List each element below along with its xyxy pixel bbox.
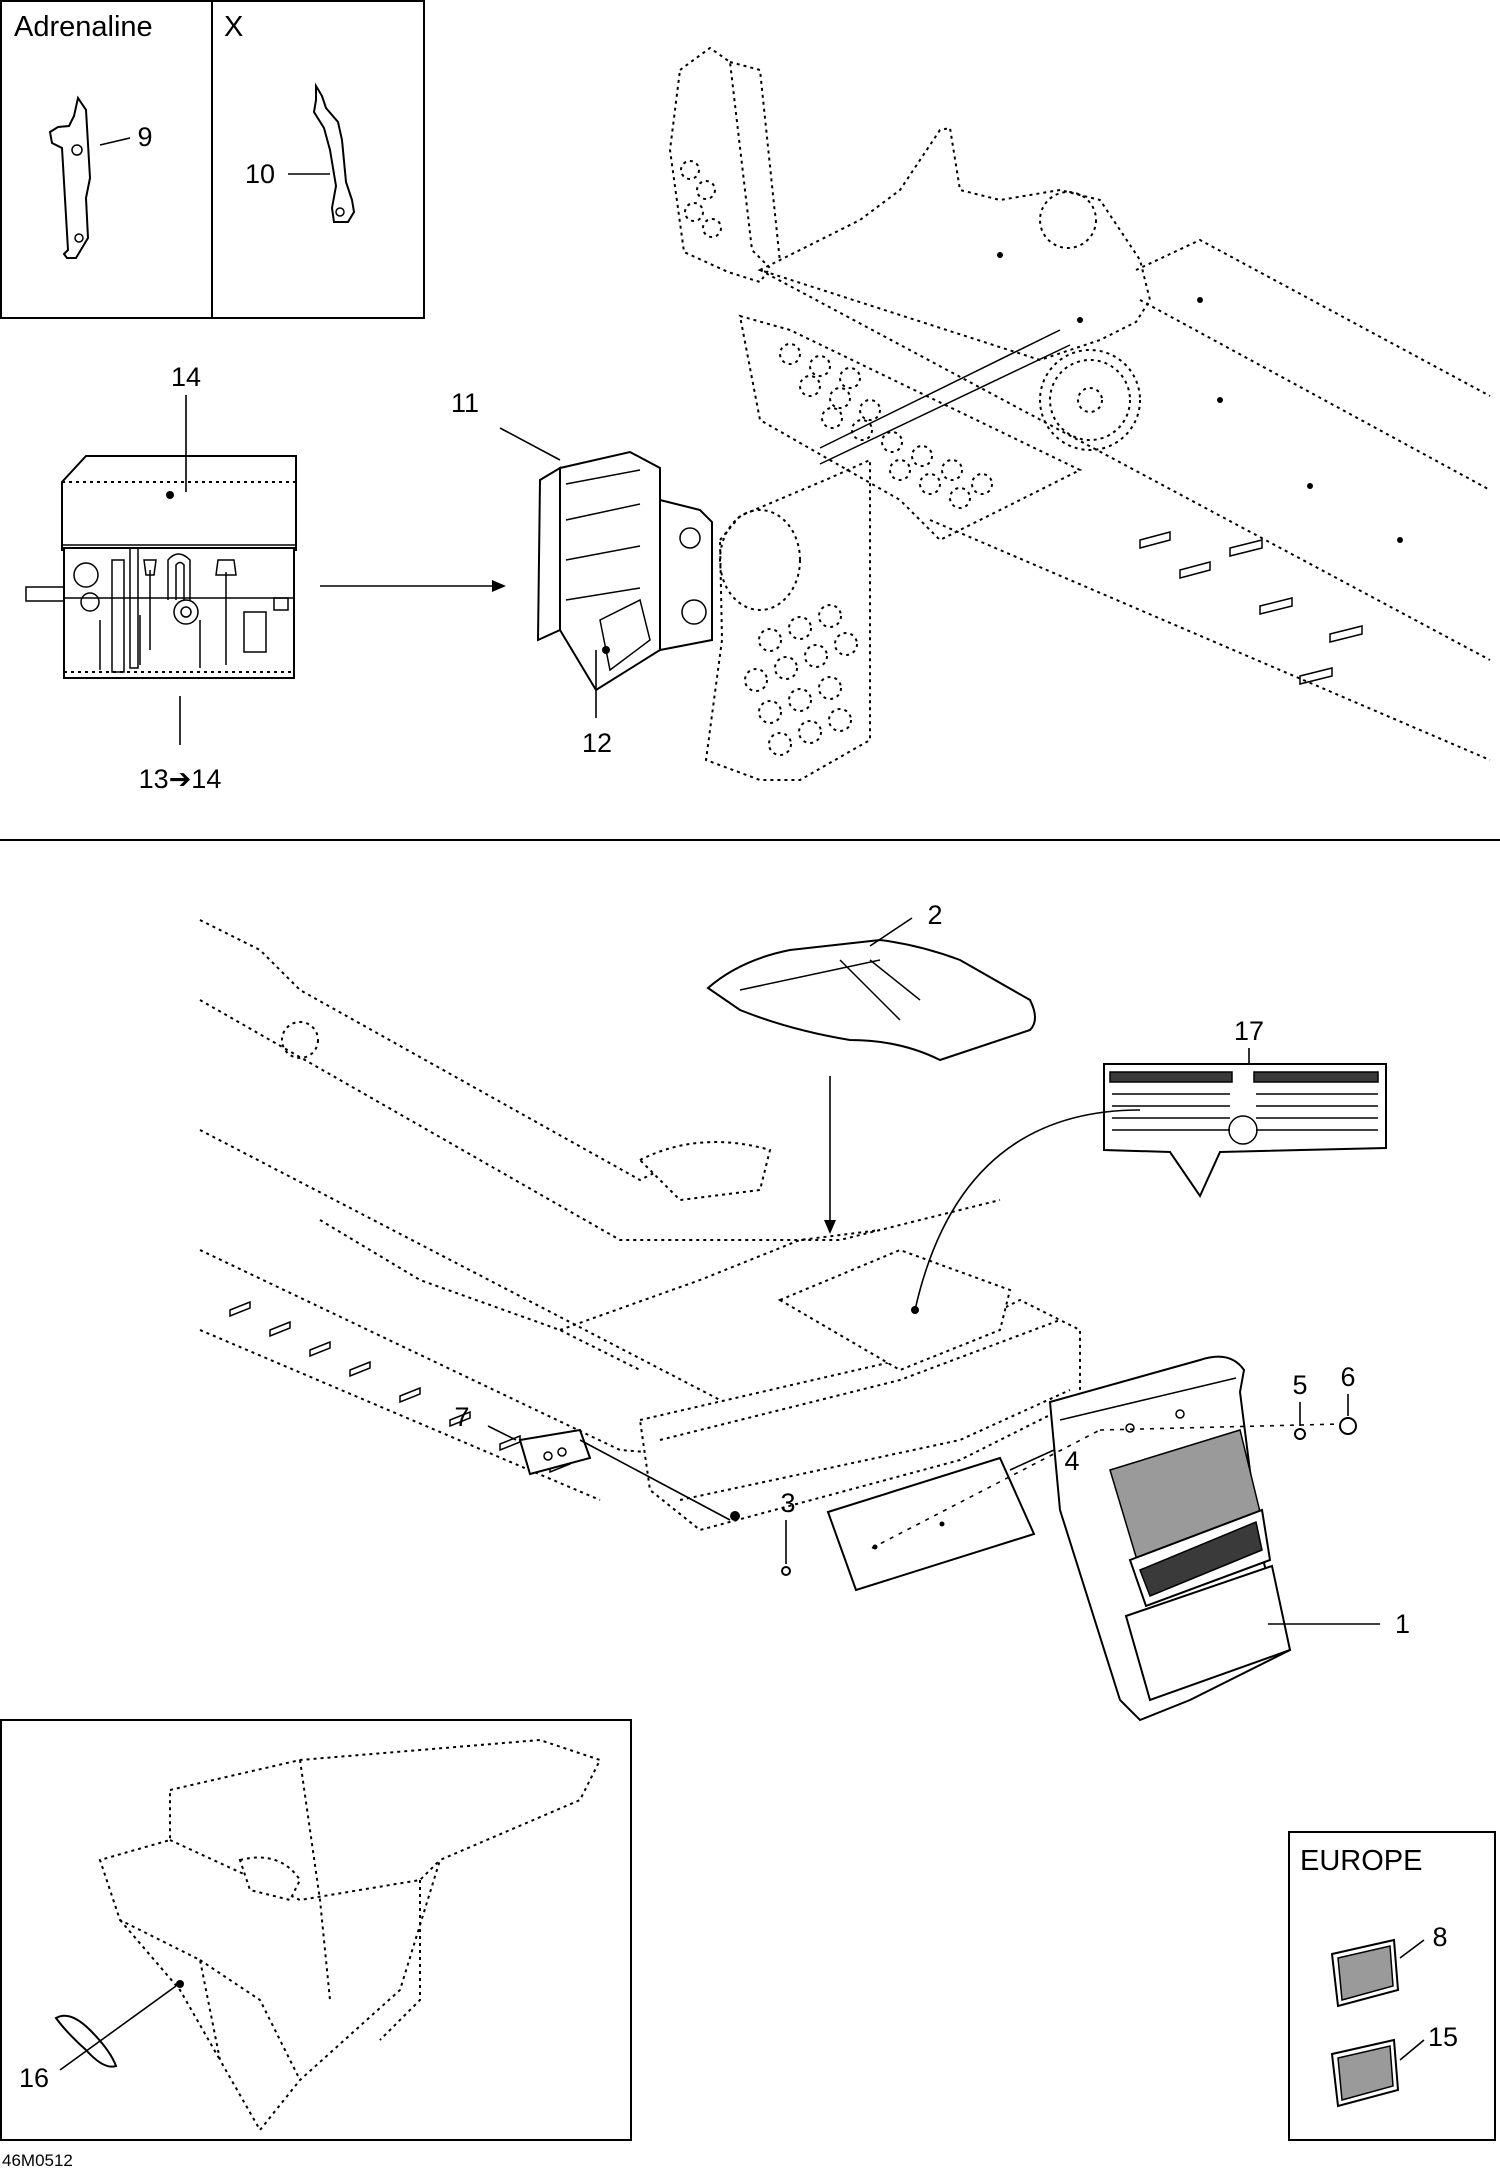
bulkhead-plate [704,458,871,781]
europe-label: EUROPE [1300,1845,1422,1877]
europe-box: EUROPE [1288,1831,1496,2141]
callout-12: 12 [582,728,612,758]
part-3-rivet [781,1520,791,1576]
part-17-decal [914,1048,1387,1311]
callout-17: 17 [1234,1016,1264,1046]
callout-6: 6 [1340,1362,1355,1392]
part-5-washer [1294,1402,1306,1440]
part-15-reflector [1330,2038,1425,2108]
callout-1: 1 [1395,1609,1410,1639]
diagram-code: 46M0512 [2,2151,73,2170]
part-2-pad [706,917,1036,1234]
part-4-plate [826,1429,1101,1592]
variant-box: Adrenaline X [0,0,425,319]
front-frame [668,46,1491,761]
part-8-reflector [1330,1938,1425,2008]
callout-3: 3 [780,1488,795,1518]
callout-15: 15 [1428,2022,1458,2052]
callout-7: 7 [454,1402,469,1432]
tool-kit [25,455,297,679]
wrench-10 [288,82,356,223]
detail-box-16 [0,1719,632,2141]
callout-4: 4 [1064,1446,1079,1476]
tool-holder [499,427,713,718]
x-label: X [224,11,243,43]
part-6-nut [1339,1394,1357,1435]
callout-13-14: 13➔14 [139,764,222,794]
part-7-plate [487,1425,731,1521]
part-1-snowflap [1048,1355,1380,1722]
callout-11: 11 [451,388,479,418]
adrenaline-label: Adrenaline [14,11,153,43]
callout-8: 8 [1432,1922,1447,1952]
wrench-9 [48,95,131,259]
callout-5: 5 [1292,1370,1307,1400]
callout-9: 9 [137,122,152,152]
callout-10: 10 [245,159,275,189]
rear-frame [199,919,1081,1532]
callout-2: 2 [927,900,942,930]
callout-16: 16 [19,2063,49,2093]
callout-14: 14 [171,362,201,392]
